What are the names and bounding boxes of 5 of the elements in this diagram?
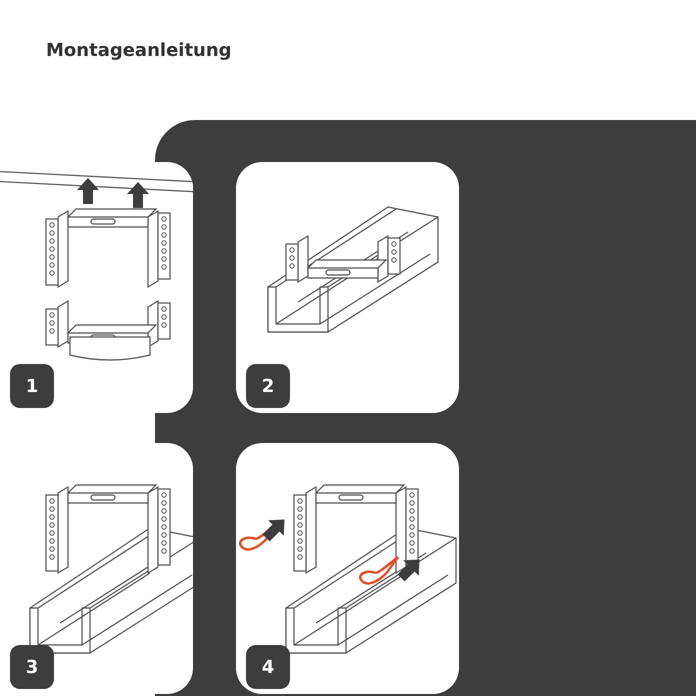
title: Montageanleitung (46, 40, 232, 61)
step-number: 4 (246, 645, 290, 689)
step-number: 2 (246, 364, 290, 408)
step-number: 1 (10, 364, 54, 408)
step-number: 3 (10, 645, 54, 689)
